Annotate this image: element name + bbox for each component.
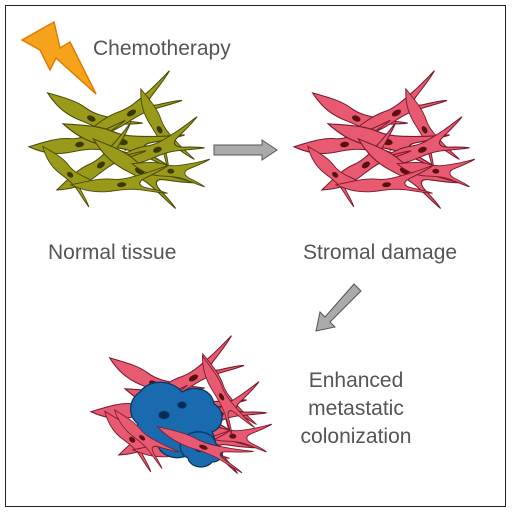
cell-nucleus bbox=[96, 161, 105, 169]
cell-nucleus bbox=[332, 171, 339, 178]
cell-nucleus bbox=[229, 433, 237, 439]
cell-nucleus bbox=[361, 161, 370, 169]
stromal-cell bbox=[125, 82, 196, 174]
cell-nucleus bbox=[67, 171, 74, 178]
damaged-stroma-cells bbox=[291, 70, 476, 212]
stromal-damage-label: Stromal damage bbox=[303, 241, 458, 264]
stromal-cell bbox=[38, 80, 144, 153]
normal-tissue-label: Normal tissue bbox=[48, 241, 177, 264]
cell-nucleus bbox=[167, 168, 175, 174]
stromal-cell bbox=[93, 402, 172, 475]
outcome-label: Enhanced metastatic colonization bbox=[282, 367, 430, 451]
cell-nucleus bbox=[153, 146, 162, 153]
cell-nucleus bbox=[87, 115, 96, 122]
normal-tissue-cells bbox=[26, 70, 211, 212]
cell-nucleus bbox=[418, 146, 427, 153]
cell-nucleus bbox=[126, 109, 137, 117]
outcome-line-2: metastatic bbox=[308, 397, 404, 420]
cell-nucleus bbox=[382, 182, 392, 188]
stromal-cell bbox=[73, 70, 187, 155]
cell-nucleus bbox=[129, 436, 136, 443]
cell-nucleus bbox=[156, 126, 163, 134]
cell-nucleus bbox=[75, 141, 85, 148]
stromal-cell bbox=[395, 152, 476, 188]
stromal-cell bbox=[334, 164, 437, 203]
cell-nucleus bbox=[432, 168, 440, 174]
outcome-line-3: colonization bbox=[300, 425, 412, 448]
stromal-cell bbox=[151, 417, 255, 475]
stromal-cell bbox=[31, 137, 110, 210]
stromal-cell bbox=[104, 402, 181, 471]
stromal-cell bbox=[291, 119, 396, 167]
stromal-cell bbox=[338, 70, 452, 155]
cell-nucleus bbox=[340, 141, 350, 148]
cell-nucleus bbox=[139, 435, 146, 441]
stromal-cell bbox=[135, 335, 249, 420]
stromal-cell bbox=[69, 164, 172, 203]
arrow-down-left-icon bbox=[315, 283, 362, 332]
stromal-cell bbox=[296, 137, 375, 210]
cell-nucleus bbox=[188, 374, 199, 382]
cell-nucleus bbox=[391, 109, 402, 117]
stromal-cell bbox=[192, 417, 273, 453]
lightning-bolt-icon bbox=[20, 20, 97, 95]
cell-nucleus bbox=[218, 393, 225, 401]
cell-nucleus bbox=[352, 115, 361, 122]
metastatic-stroma-overlay bbox=[104, 350, 256, 475]
stromal-cell bbox=[303, 80, 409, 153]
stromal-cell bbox=[189, 350, 256, 441]
stromal-cell bbox=[314, 122, 415, 207]
stromal-cell bbox=[103, 116, 209, 182]
stromal-cell bbox=[26, 119, 131, 167]
stromal-cell bbox=[368, 116, 474, 182]
cell-nucleus bbox=[421, 126, 428, 134]
chemotherapy-label: Chemotherapy bbox=[93, 37, 231, 60]
cell-nucleus bbox=[199, 444, 208, 450]
stromal-cell bbox=[130, 152, 211, 188]
stromal-cell bbox=[390, 82, 461, 174]
stromal-cell bbox=[49, 122, 150, 207]
arrow-right-icon bbox=[213, 139, 278, 161]
outcome-line-1: Enhanced bbox=[308, 369, 404, 392]
cell-nucleus bbox=[117, 182, 127, 188]
